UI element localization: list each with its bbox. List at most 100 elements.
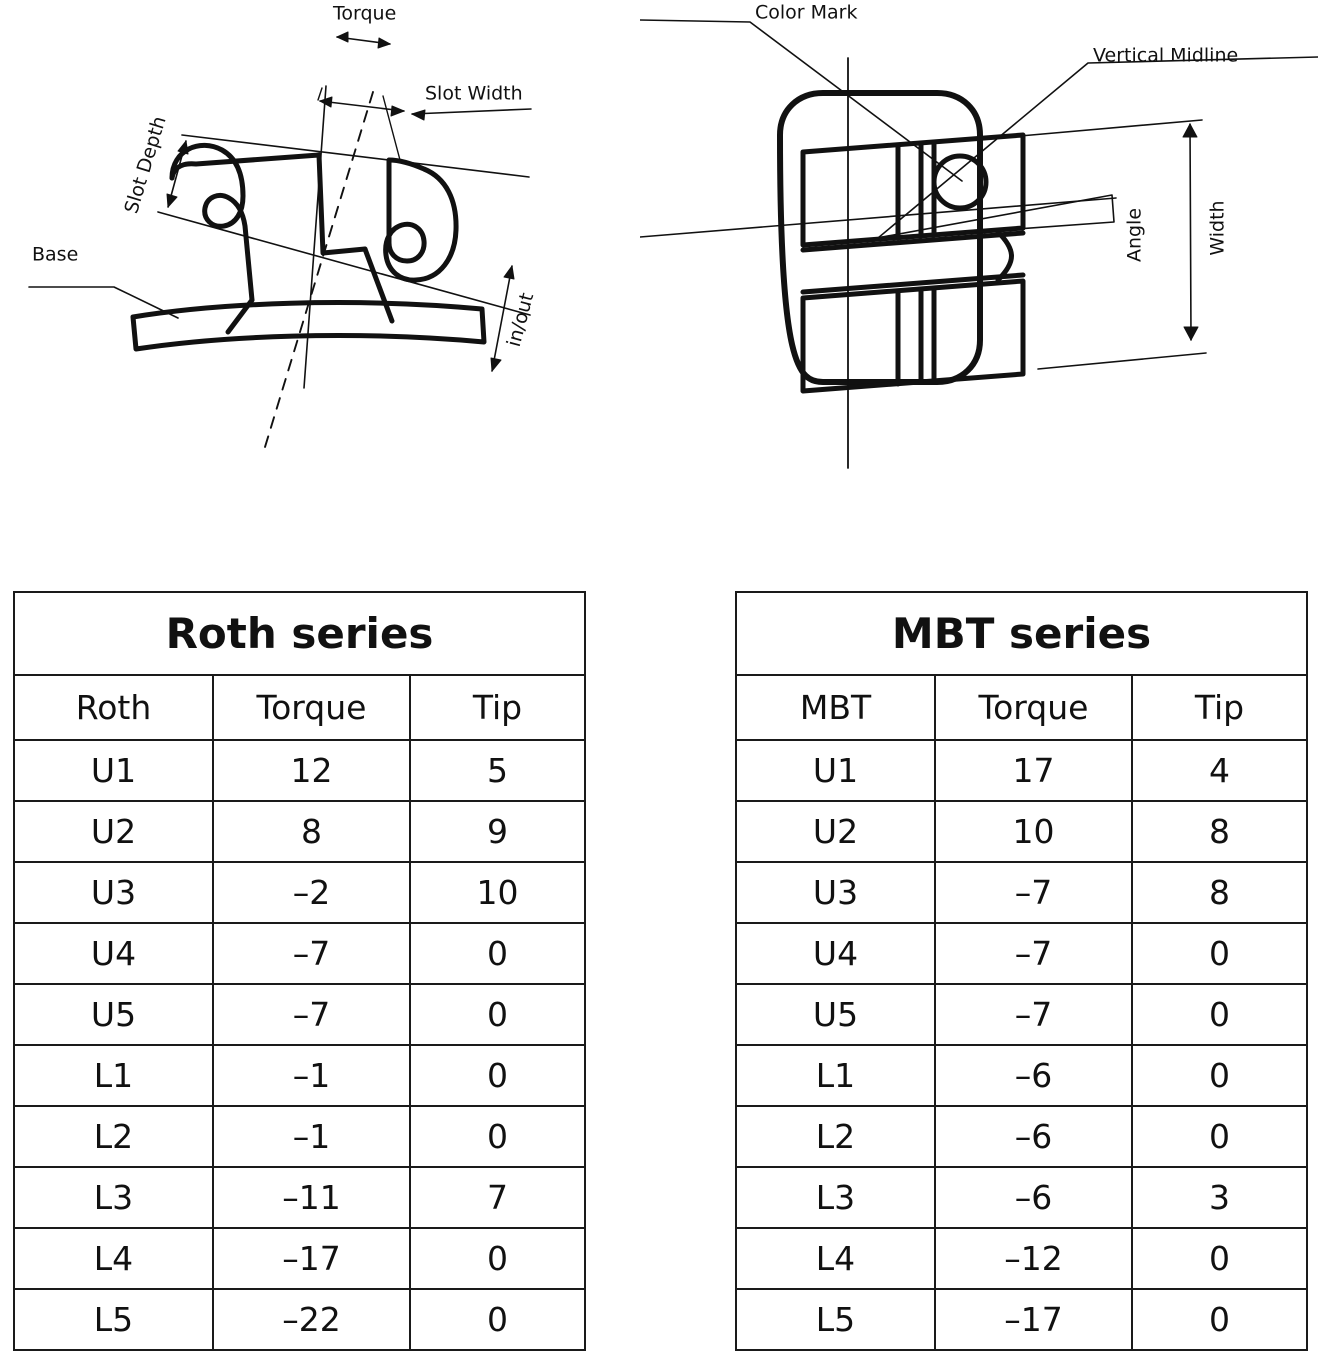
cell-torque: –6 [934, 1166, 1133, 1229]
cell-torque: –6 [934, 1105, 1133, 1168]
roth-table-title: Roth series [13, 591, 586, 676]
cell-tooth: L3 [13, 1166, 214, 1229]
cell-torque: –11 [212, 1166, 411, 1229]
cell-torque: –2 [212, 861, 411, 924]
cell-tip: 5 [409, 739, 586, 802]
label-vertical-midline: Vertical Midline [1093, 45, 1238, 67]
bracket-side-view-diagram: Torque Slot Width Slot Depth Base in/out [0, 0, 600, 500]
cell-tip: 0 [1130, 1105, 1309, 1168]
cell-tip: 0 [409, 922, 586, 985]
cell-tooth: L1 [735, 1044, 936, 1107]
cell-tooth: U3 [13, 861, 214, 924]
cell-tooth: U1 [735, 739, 936, 802]
label-torque: Torque [332, 3, 396, 25]
cell-tip: 8 [1130, 861, 1309, 924]
table-row: U3 –2 10 [13, 861, 586, 924]
table-row: U4 –7 0 [735, 922, 1309, 985]
bracket-front-view-diagram: Color Mark Vertical Midline Angle Width [640, 0, 1318, 500]
cell-torque: 8 [212, 800, 411, 863]
cell-tip: 0 [409, 1105, 586, 1168]
table-row: U1 12 5 [13, 739, 586, 802]
cell-tooth: U5 [735, 983, 936, 1046]
roth-series-table: Roth series Roth Torque Tip U1 12 5 U2 8… [13, 591, 586, 1351]
table-row: L3 –11 7 [13, 1166, 586, 1229]
cell-tip: 0 [1130, 1288, 1309, 1351]
column-header-torque: Torque [212, 674, 411, 741]
table-row: U2 10 8 [735, 800, 1309, 863]
table-row: L4 –17 0 [13, 1227, 586, 1290]
table-row: U2 8 9 [13, 800, 586, 863]
cell-tip: 0 [409, 983, 586, 1046]
label-slot-depth: Slot Depth [120, 114, 170, 216]
table-row: L3 –6 3 [735, 1166, 1309, 1229]
cell-torque: 10 [934, 800, 1133, 863]
cell-tip: 0 [1130, 983, 1309, 1046]
table-row: U1 17 4 [735, 739, 1309, 802]
cell-torque: –17 [934, 1288, 1133, 1351]
cell-torque: –7 [934, 861, 1133, 924]
table-row: U3 –7 8 [735, 861, 1309, 924]
cell-torque: 12 [212, 739, 411, 802]
cell-tip: 0 [409, 1044, 586, 1107]
cell-tooth: U1 [13, 739, 214, 802]
cell-tooth: L4 [735, 1227, 936, 1290]
cell-tooth: U4 [13, 922, 214, 985]
table-row: U5 –7 0 [13, 983, 586, 1046]
cell-torque: –7 [934, 983, 1133, 1046]
cell-torque: –7 [934, 922, 1133, 985]
table-row: U5 –7 0 [735, 983, 1309, 1046]
cell-tip: 0 [1130, 922, 1309, 985]
column-header-torque: Torque [934, 674, 1133, 741]
column-header-tip: Tip [409, 674, 586, 741]
table-row: L5 –22 0 [13, 1288, 586, 1351]
table-row: U4 –7 0 [13, 922, 586, 985]
cell-tooth: U2 [13, 800, 214, 863]
cell-tooth: L2 [735, 1105, 936, 1168]
mbt-series-table: MBT series MBT Torque Tip U1 17 4 U2 10 … [734, 591, 1309, 1351]
cell-tooth: U3 [735, 861, 936, 924]
cell-tooth: L3 [735, 1166, 936, 1229]
cell-tooth: L1 [13, 1044, 214, 1107]
column-header-tooth: MBT [735, 674, 936, 741]
mbt-table-body: MBT series MBT Torque Tip U1 17 4 U2 10 … [734, 591, 1309, 1351]
table-title-row: MBT series [734, 591, 1309, 676]
cell-torque: –7 [212, 983, 411, 1046]
table-header-row: MBT Torque Tip [735, 674, 1309, 741]
column-header-tooth: Roth [13, 674, 214, 741]
cell-tip: 0 [1130, 1044, 1309, 1107]
cell-torque: –1 [212, 1105, 411, 1168]
cell-tooth: L4 [13, 1227, 214, 1290]
label-width: Width [1207, 200, 1229, 255]
label-slot-width: Slot Width [425, 83, 523, 105]
table-row: L5 –17 0 [735, 1288, 1309, 1351]
cell-tooth: U2 [735, 800, 936, 863]
label-color-mark: Color Mark [755, 2, 858, 24]
cell-tooth: L5 [735, 1288, 936, 1351]
cell-tip: 4 [1130, 739, 1309, 802]
roth-table-body: Roth series Roth Torque Tip U1 12 5 U2 8… [13, 591, 586, 1351]
table-row: L2 –1 0 [13, 1105, 586, 1168]
column-header-tip: Tip [1130, 674, 1309, 741]
cell-torque: –1 [212, 1044, 411, 1107]
cell-tip: 10 [409, 861, 586, 924]
table-row: L1 –1 0 [13, 1044, 586, 1107]
cell-tooth: U4 [735, 922, 936, 985]
cell-tooth: L2 [13, 1105, 214, 1168]
table-header-row: Roth Torque Tip [13, 674, 586, 741]
label-angle: Angle [1124, 208, 1146, 262]
cell-tip: 7 [409, 1166, 586, 1229]
cell-tip: 0 [409, 1227, 586, 1290]
table-row: L1 –6 0 [735, 1044, 1309, 1107]
cell-torque: –6 [934, 1044, 1133, 1107]
cell-tip: 0 [1130, 1227, 1309, 1290]
cell-tip: 9 [409, 800, 586, 863]
table-row: L4 –12 0 [735, 1227, 1309, 1290]
cell-tip: 3 [1130, 1166, 1309, 1229]
mbt-table-title: MBT series [734, 591, 1309, 676]
cell-torque: –7 [212, 922, 411, 985]
cell-torque: 17 [934, 739, 1133, 802]
label-base: Base [32, 244, 78, 266]
cell-tooth: U5 [13, 983, 214, 1046]
table-title-row: Roth series [13, 591, 586, 676]
cell-tip: 8 [1130, 800, 1309, 863]
